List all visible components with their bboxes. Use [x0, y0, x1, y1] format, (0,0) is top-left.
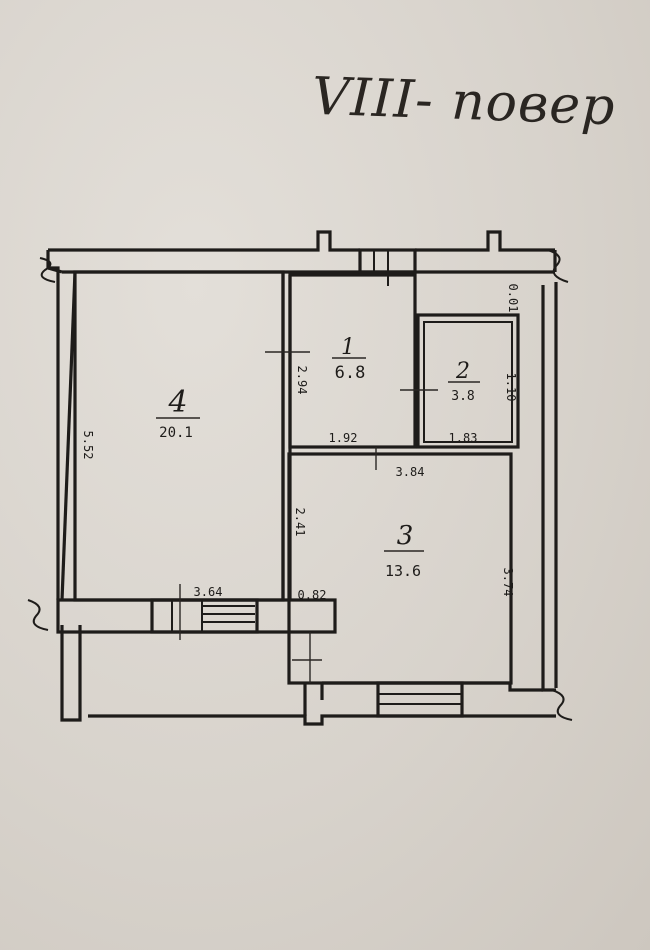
- room-2-label: 2 3.8: [448, 359, 480, 404]
- dim-room3-left: 2.41: [293, 508, 307, 537]
- room-4-number: 4: [167, 385, 187, 420]
- dim-room3-width: 3.84: [396, 465, 425, 479]
- dim-room1-width: 1.92: [329, 431, 358, 445]
- wall-break-marks: [27, 249, 573, 721]
- dim-room2-width: 1.83: [449, 431, 478, 445]
- room-3-label: 3 13.6: [384, 521, 424, 580]
- window-bottom-left: [150, 598, 259, 634]
- lower-wall: [56, 598, 337, 634]
- dim-room2-top: 0.01: [506, 284, 520, 313]
- window-bottom-right: [376, 681, 464, 718]
- room-1-outline: [288, 273, 417, 449]
- dim-room2-height: 1.10: [504, 373, 518, 402]
- room-4-label: 4 20.1: [156, 385, 200, 441]
- dim-wall-gap: 0.82: [298, 588, 327, 602]
- room-2-number: 2: [455, 359, 470, 384]
- outer-walls: [46, 230, 558, 726]
- room-1-label: 1 6.8: [332, 335, 366, 383]
- room-2-area: 3.8: [451, 389, 474, 404]
- room-2-outline: [416, 313, 520, 449]
- room-3-area: 13.6: [385, 562, 421, 580]
- dim-room4-height: 5.52: [81, 431, 95, 460]
- window-top: [358, 248, 417, 286]
- room-1-area: 6.8: [335, 363, 366, 383]
- dim-room3-right: 3.74: [501, 568, 515, 597]
- dim-room4-width: 3.64: [194, 585, 223, 599]
- room-3-number: 3: [397, 521, 414, 551]
- dim-room1-height: 2.94: [295, 366, 309, 395]
- door-marks: [179, 351, 438, 683]
- room-1-number: 1: [341, 335, 355, 360]
- room-4-area: 20.1: [159, 425, 193, 441]
